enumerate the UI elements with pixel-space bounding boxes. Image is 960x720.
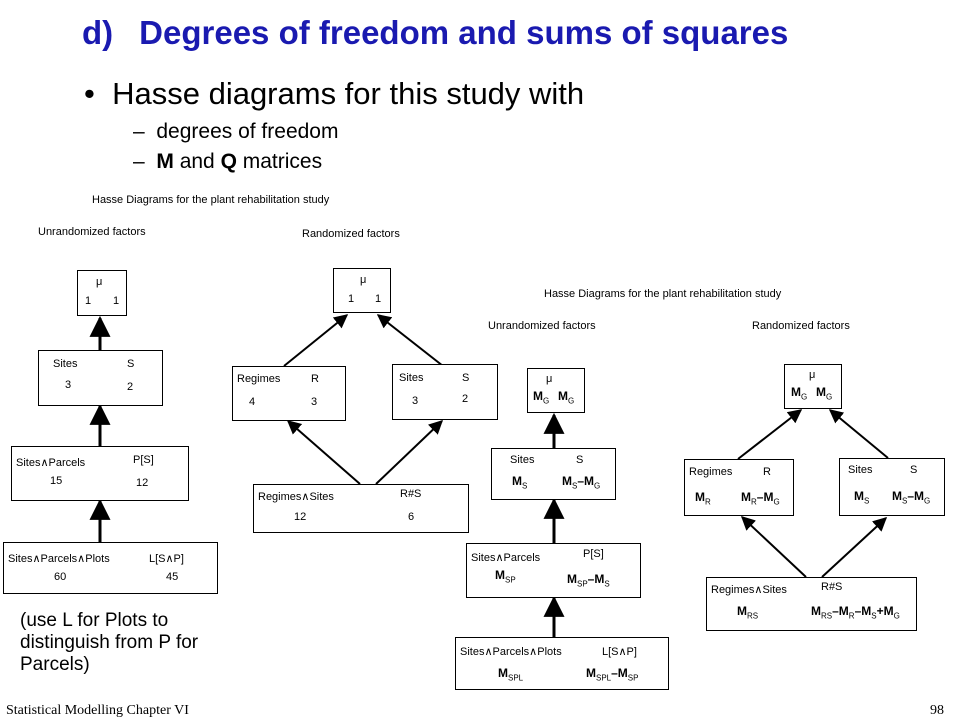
right-node-rs: Regimes∧Sites R#S MRS MRS–MR–MS+MG xyxy=(706,577,917,631)
left-diagram-title: Hasse Diagrams for the plant rehabilitat… xyxy=(92,194,330,206)
main-bullet-text: Hasse diagrams for this study with xyxy=(112,76,585,111)
arrow-right-rs-rsites xyxy=(821,517,888,578)
title-text: Degrees of freedom and sums of squares xyxy=(139,14,789,51)
sub-bullet-2: – M and Q matrices xyxy=(133,150,323,173)
arrow-left-rsites-mu xyxy=(376,314,444,367)
plots-note: (use L for Plots to distinguish from P f… xyxy=(20,610,199,675)
sub-bullet-1: – degrees of freedom xyxy=(133,120,339,143)
right-unrandomized-heading: Unrandomized factors xyxy=(488,320,596,332)
right-node-sites: Sites S MS MS–MG xyxy=(491,448,616,500)
left-unrandomized-heading: Unrandomized factors xyxy=(38,226,146,238)
left-node-parcels: Sites∧Parcels P[S] 15 12 xyxy=(11,446,189,501)
arrow-left-rs-regimes xyxy=(286,420,361,485)
right-node-rmu: μ MG MG xyxy=(784,364,842,409)
arrow-right-rs-regimes xyxy=(740,516,807,578)
left-node-regimes: Regimes R 4 3 xyxy=(232,366,346,421)
right-randomized-heading: Randomized factors xyxy=(752,320,850,332)
footer-page-number: 98 xyxy=(930,703,944,718)
arrow-left-rs-rsites xyxy=(375,420,444,485)
right-node-rsites: Sites S MS MS–MG xyxy=(839,458,945,516)
left-node-mu: μ 1 1 xyxy=(77,270,127,316)
slide-title: d) Degrees of freedom and sums of squares xyxy=(82,14,788,52)
title-label: d) xyxy=(82,14,114,51)
rs-q-expression: MRS–MR–MS+MG xyxy=(811,604,900,621)
right-node-mu: μ MG MG xyxy=(527,368,585,413)
left-node-rmu: μ 1 1 xyxy=(333,268,391,313)
right-node-parcels: Sites∧Parcels P[S] MSP MSP–MS xyxy=(466,543,641,598)
left-randomized-heading: Randomized factors xyxy=(302,228,400,240)
right-node-regimes: Regimes R MR MR–MG xyxy=(684,459,794,516)
arrow-left-regimes-mu xyxy=(283,314,349,367)
right-diagram-title: Hasse Diagrams for the plant rehabilitat… xyxy=(544,288,782,300)
main-bullet: • Hasse diagrams for this study with xyxy=(84,76,585,111)
left-node-sites: Sites S 3 2 xyxy=(38,350,163,406)
footer-course: Statistical Modelling Chapter VI xyxy=(6,703,189,718)
arrow-right-regimes-mu xyxy=(737,409,803,460)
arrow-right-rsites-mu xyxy=(828,409,889,459)
left-node-plots: Sites∧Parcels∧Plots L[S∧P] 60 45 xyxy=(3,542,218,594)
left-node-rsites: Sites S 3 2 xyxy=(392,364,498,420)
left-node-rs: Regimes∧Sites R#S 12 6 xyxy=(253,484,469,533)
right-node-plots: Sites∧Parcels∧Plots L[S∧P] MSPL MSPL–MSP xyxy=(455,637,669,690)
